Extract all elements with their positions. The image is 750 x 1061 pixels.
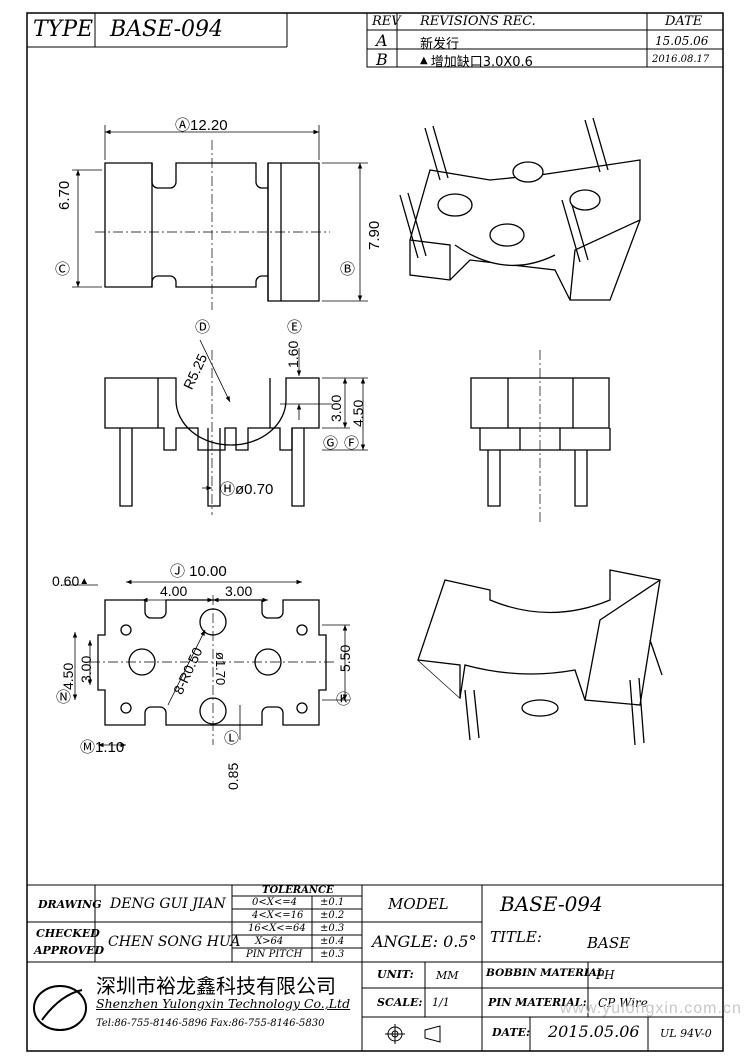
model-label: MODEL: [388, 895, 449, 913]
dim-l-marker: Ⓛ: [224, 729, 240, 747]
dim-f: 4.50: [350, 399, 366, 427]
dim-pitch-4: 4.00: [160, 583, 188, 599]
dim-g-marker: Ⓖ: [323, 434, 339, 452]
revision-triangle-icon: ▲: [79, 575, 90, 587]
dim-k-marker: Ⓚ: [336, 690, 352, 708]
date-value: 2015.05.06: [548, 1022, 640, 1041]
rev-header: REV: [372, 14, 401, 29]
tol-value-1: ±0.1: [320, 897, 345, 908]
dim-hole-d: ø1.70: [213, 652, 228, 686]
model-value: BASE-094: [500, 892, 603, 916]
tol-value-5: ±0.3: [320, 949, 345, 960]
tol-range-1: 0<X<=4: [252, 897, 297, 908]
front-view-dims: [199, 339, 368, 491]
scale-value: 1/1: [432, 996, 450, 1009]
revision-b-code: B: [376, 50, 388, 69]
dim-c: 6.70: [56, 180, 73, 210]
dim-j: Ⓙ 10.00: [170, 563, 227, 580]
bottom-view: [97, 599, 327, 726]
top-view-centerlines: [95, 140, 330, 310]
title-value: BASE: [587, 934, 631, 952]
dim-notch-w: 0.60▲: [52, 573, 90, 589]
tol-range-3: 16<X<=64: [248, 923, 306, 934]
dim-f-marker: Ⓕ: [344, 434, 360, 452]
bottom-view-dims: [63, 579, 350, 748]
unit-value: MM: [436, 969, 459, 982]
pin-material-value: CP Wire: [598, 996, 648, 1010]
tolerance-label: TOLERANCE: [262, 885, 334, 896]
top-view-dims: [72, 125, 368, 302]
company-name-en: Shenzhen Yulongxin Technology Co.,Ltd: [96, 996, 351, 1011]
checked-label: CHECKED: [36, 927, 100, 940]
drawing-label: DRAWING: [38, 898, 102, 911]
scale-label: SCALE:: [377, 996, 423, 1009]
dim-b: 7.90: [366, 220, 383, 250]
dim-g: 3.00: [328, 394, 344, 422]
tol-range-4: X>64: [255, 936, 284, 947]
revision-a-desc: 新发行: [420, 37, 460, 52]
bobbin-value: PH: [596, 968, 615, 982]
company-name-cn: 深圳市裕龙鑫科技有限公司: [96, 974, 336, 998]
dim-e-marker: Ⓔ: [287, 318, 303, 336]
dim-pitch-3: 3.00: [225, 583, 253, 599]
dim-l: 0.85: [225, 762, 241, 790]
revision-triangle-icon: ▲: [420, 55, 428, 66]
date-label: DATE:: [492, 1026, 531, 1039]
revision-a-code: A: [376, 31, 388, 50]
revision-a-date: 15.05.06: [655, 34, 709, 48]
unit-label: UNIT:: [377, 968, 414, 981]
dim-b-marker: Ⓑ: [340, 260, 356, 278]
pin-material-label: PIN MATERIAL:: [488, 996, 587, 1009]
drawing-name: DENG GUI JIAN: [110, 896, 226, 912]
type-label: TYPE: [33, 17, 94, 42]
iso-view-top: [399, 117, 641, 301]
side-view: [470, 377, 611, 507]
dim-a: Ⓐ12.20: [175, 117, 228, 134]
top-view: [104, 162, 320, 302]
revision-b-date: 2016.08.17: [652, 54, 710, 65]
part-number: BASE-094: [110, 17, 224, 42]
tol-value-4: ±0.4: [320, 936, 345, 947]
dim-c-marker: Ⓒ: [55, 260, 71, 278]
revisions-header: REVISIONS REC.: [420, 14, 536, 29]
angle-text: ANGLE: 0.5°: [372, 932, 477, 951]
bobbin-label: BOBBIN MATERIAL: [486, 967, 605, 979]
iso-view-bottom: [417, 569, 663, 746]
dim-m: Ⓜ1.10: [80, 739, 125, 756]
dim-k: 5.50: [337, 644, 353, 672]
approved-label: APPROVED: [34, 944, 105, 957]
tol-value-2: ±0.2: [320, 910, 345, 921]
company-logo-icon: [33, 985, 87, 1031]
dim-d-marker: Ⓓ: [195, 318, 211, 336]
dim-n-marker: Ⓝ: [56, 688, 72, 706]
dim-e: 1.60: [285, 340, 301, 368]
tol-range-2: 4<X<=16: [252, 910, 304, 921]
company-contact: Tel:86-755-8146-5896 Fax:86-755-8146-583…: [96, 1018, 325, 1029]
title-block-grid: [27, 884, 723, 1051]
tol-range-5: PIN PITCH: [246, 949, 303, 960]
front-view: [104, 377, 320, 507]
revision-b-desc: 增加缺口3.0X0.6: [430, 55, 533, 70]
revision-b-row: ▲ 增加缺口3.0X0.6: [420, 51, 533, 70]
tol-value-3: ±0.3: [320, 923, 345, 934]
dim-h: Ⓗø0.70: [220, 481, 274, 498]
watermark: www.yulongxin.com.cn: [560, 1000, 742, 1017]
date-header: DATE: [665, 14, 703, 29]
dim-notch-h: 3.00: [78, 655, 94, 683]
ul-rating: UL 94V-0: [660, 1027, 712, 1040]
checked-name: CHEN SONG HUA: [108, 934, 241, 950]
title-label: TITLE:: [490, 928, 542, 946]
header-grid: [27, 12, 724, 68]
